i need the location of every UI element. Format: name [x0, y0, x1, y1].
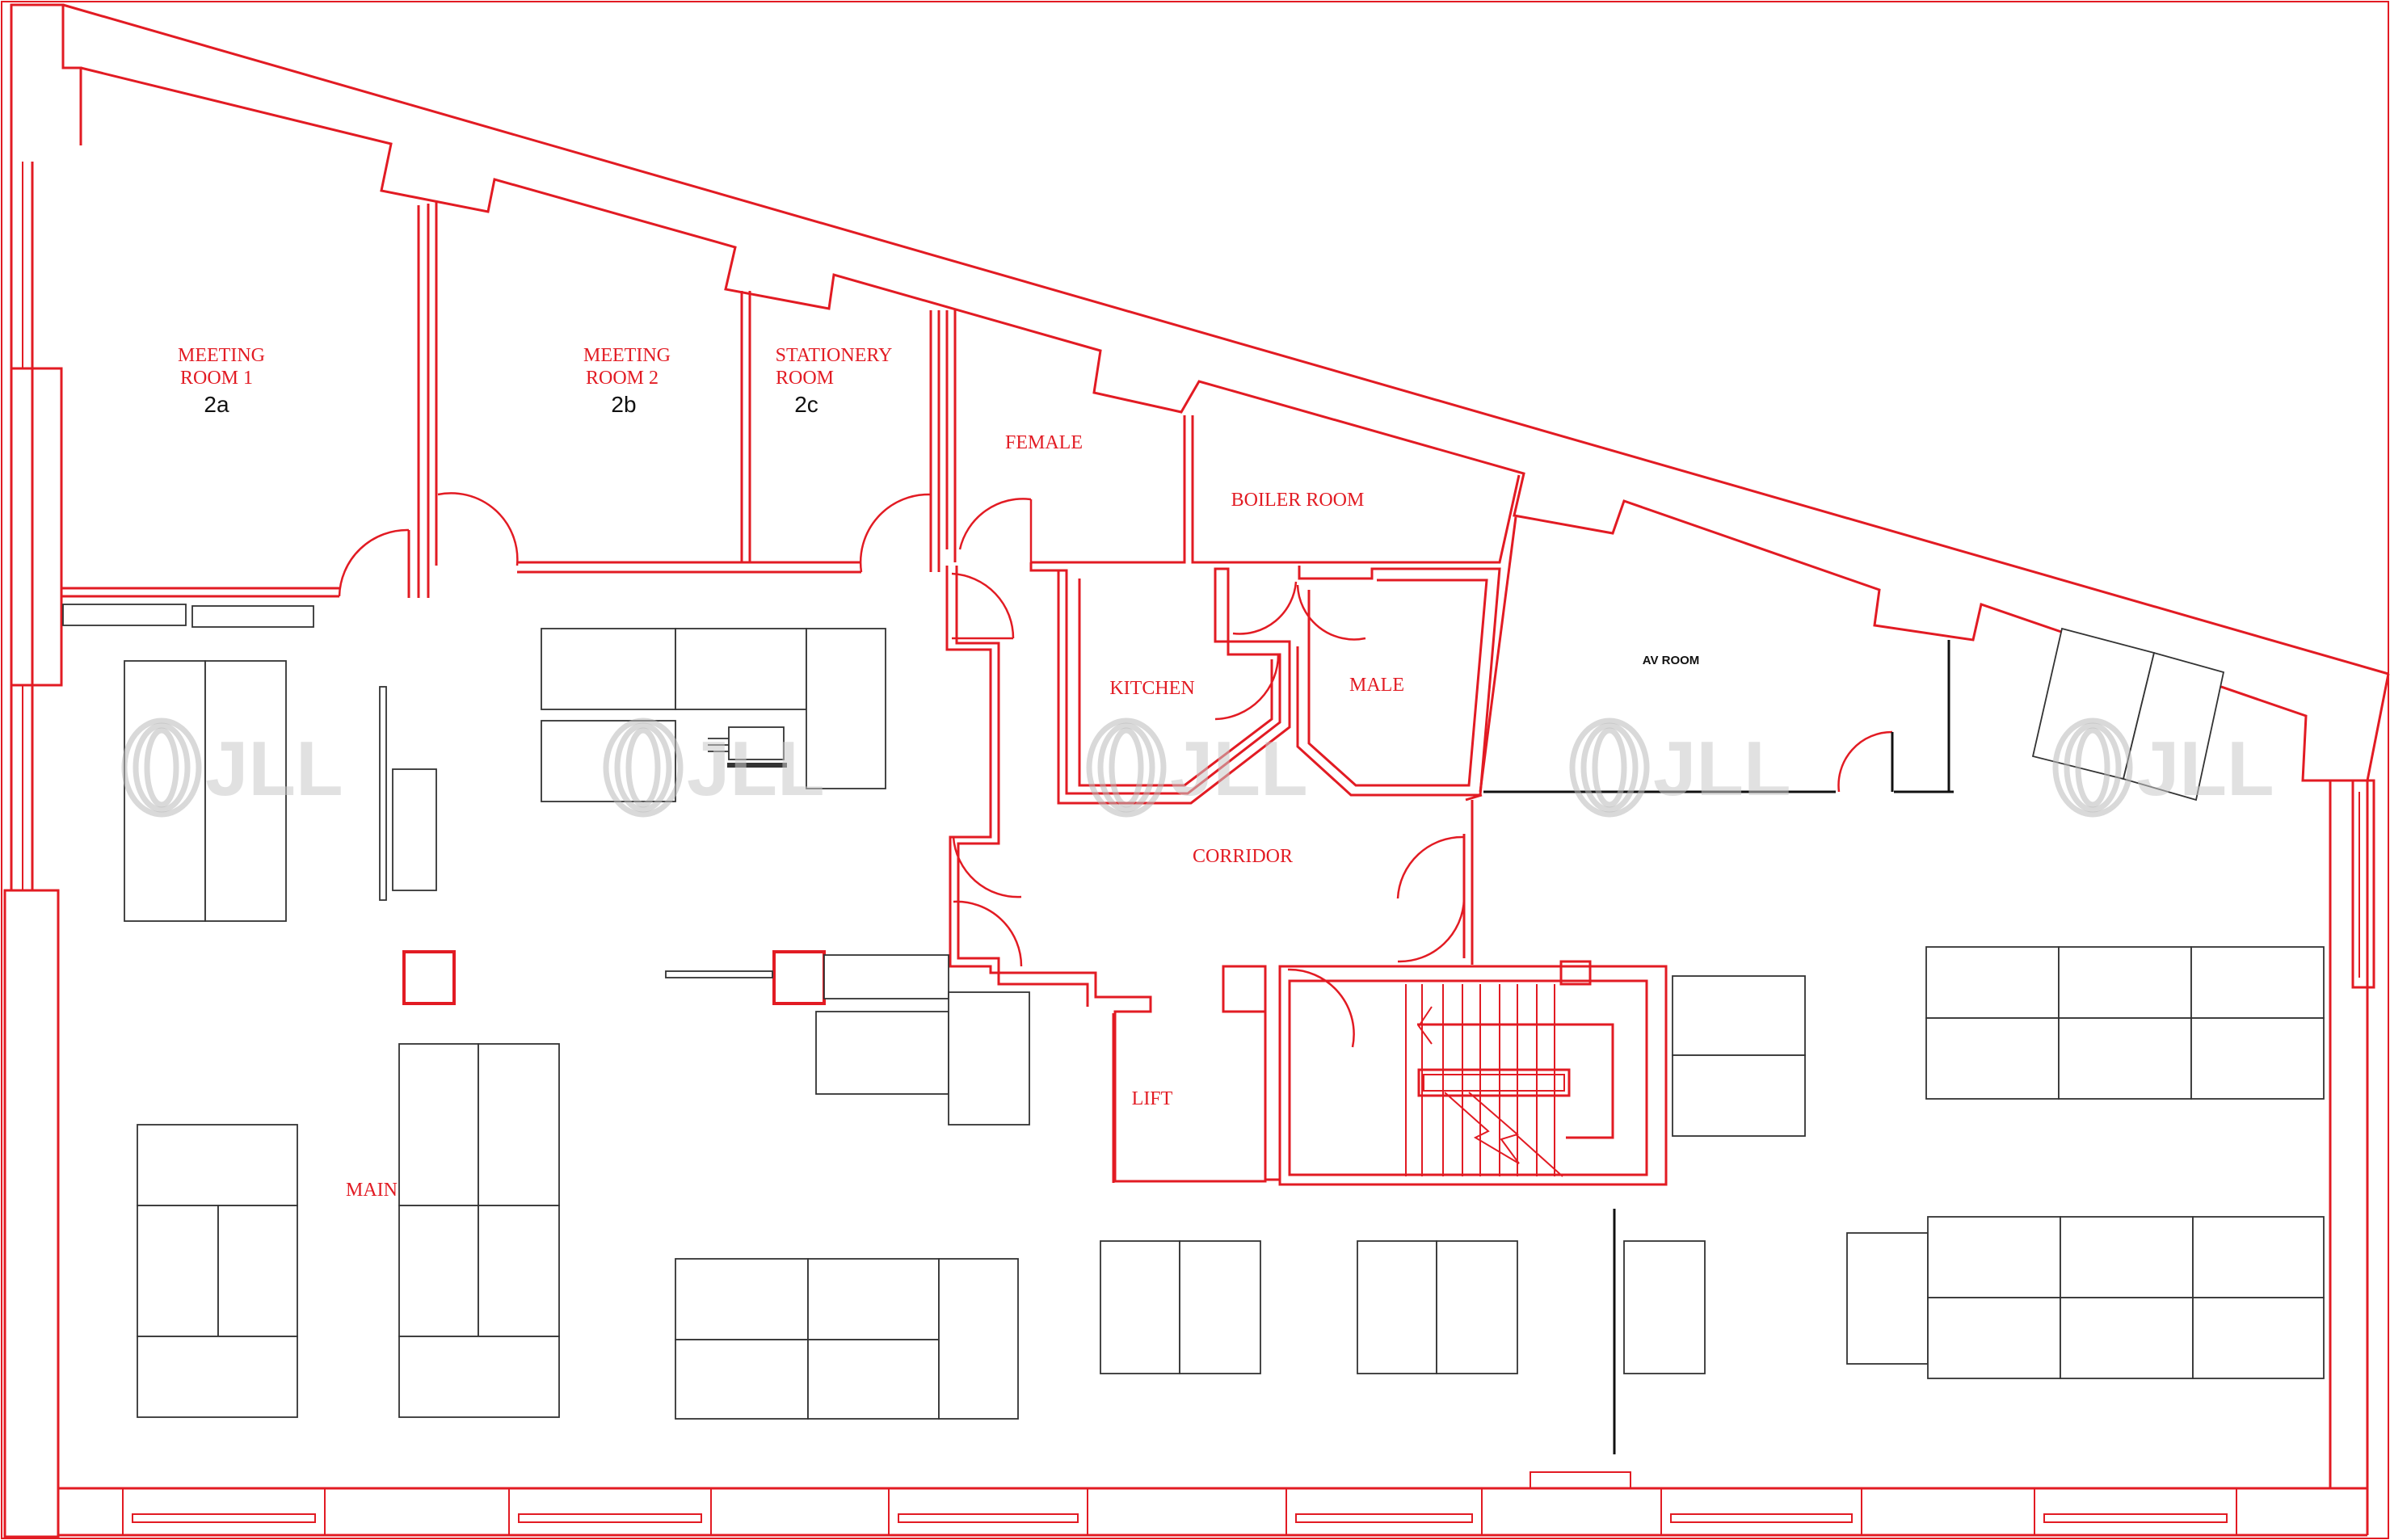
meeting-room-1-label-line1: MEETING: [178, 345, 265, 366]
watermarks: JLL JLL JLL JLL JLL: [121, 717, 2274, 818]
room-labels: MEETING ROOM 1 2a MEETING ROOM 2 2b STAT…: [178, 345, 1699, 1201]
stationery-room-label-line2: ROOM: [776, 368, 834, 389]
meeting-room-walls: [61, 202, 957, 598]
south-windows: [122, 1471, 2237, 1536]
female-label: FEMALE: [1005, 432, 1083, 453]
kitchen-label: KITCHEN: [1109, 678, 1194, 699]
meeting-room-2-label-line2: ROOM 2: [586, 368, 659, 389]
av-room-label: AV ROOM: [1643, 654, 1700, 667]
meeting-room-2-id: 2b: [611, 392, 636, 417]
meeting-room-1-id: 2a: [204, 392, 229, 417]
staircase: [1405, 984, 1614, 1177]
boiler-room-label: BOILER ROOM: [1231, 490, 1365, 511]
watermark-text-5: JLL: [2136, 726, 2274, 812]
furniture: [62, 604, 2325, 1454]
watermark-text-1: JLL: [205, 726, 343, 812]
stationery-room-label-line1: STATIONERY: [776, 345, 893, 366]
watermark-text-2: JLL: [687, 726, 825, 812]
meeting-room-2-label-line1: MEETING: [583, 345, 671, 366]
exterior-walls: [3, 3, 2390, 1538]
lift-label: LIFT: [1132, 1088, 1173, 1109]
meeting-room-1-label-line2: ROOM 1: [180, 368, 253, 389]
corridor-label: CORRIDOR: [1193, 846, 1293, 867]
male-label: MALE: [1349, 675, 1404, 696]
stationery-room-id: 2c: [794, 392, 818, 417]
doors: [338, 492, 1893, 1048]
core-walls: [945, 310, 1954, 1186]
main-label: MAIN: [346, 1180, 398, 1201]
watermark-text-3: JLL: [1170, 726, 1308, 812]
watermark-text-4: JLL: [1653, 726, 1791, 812]
